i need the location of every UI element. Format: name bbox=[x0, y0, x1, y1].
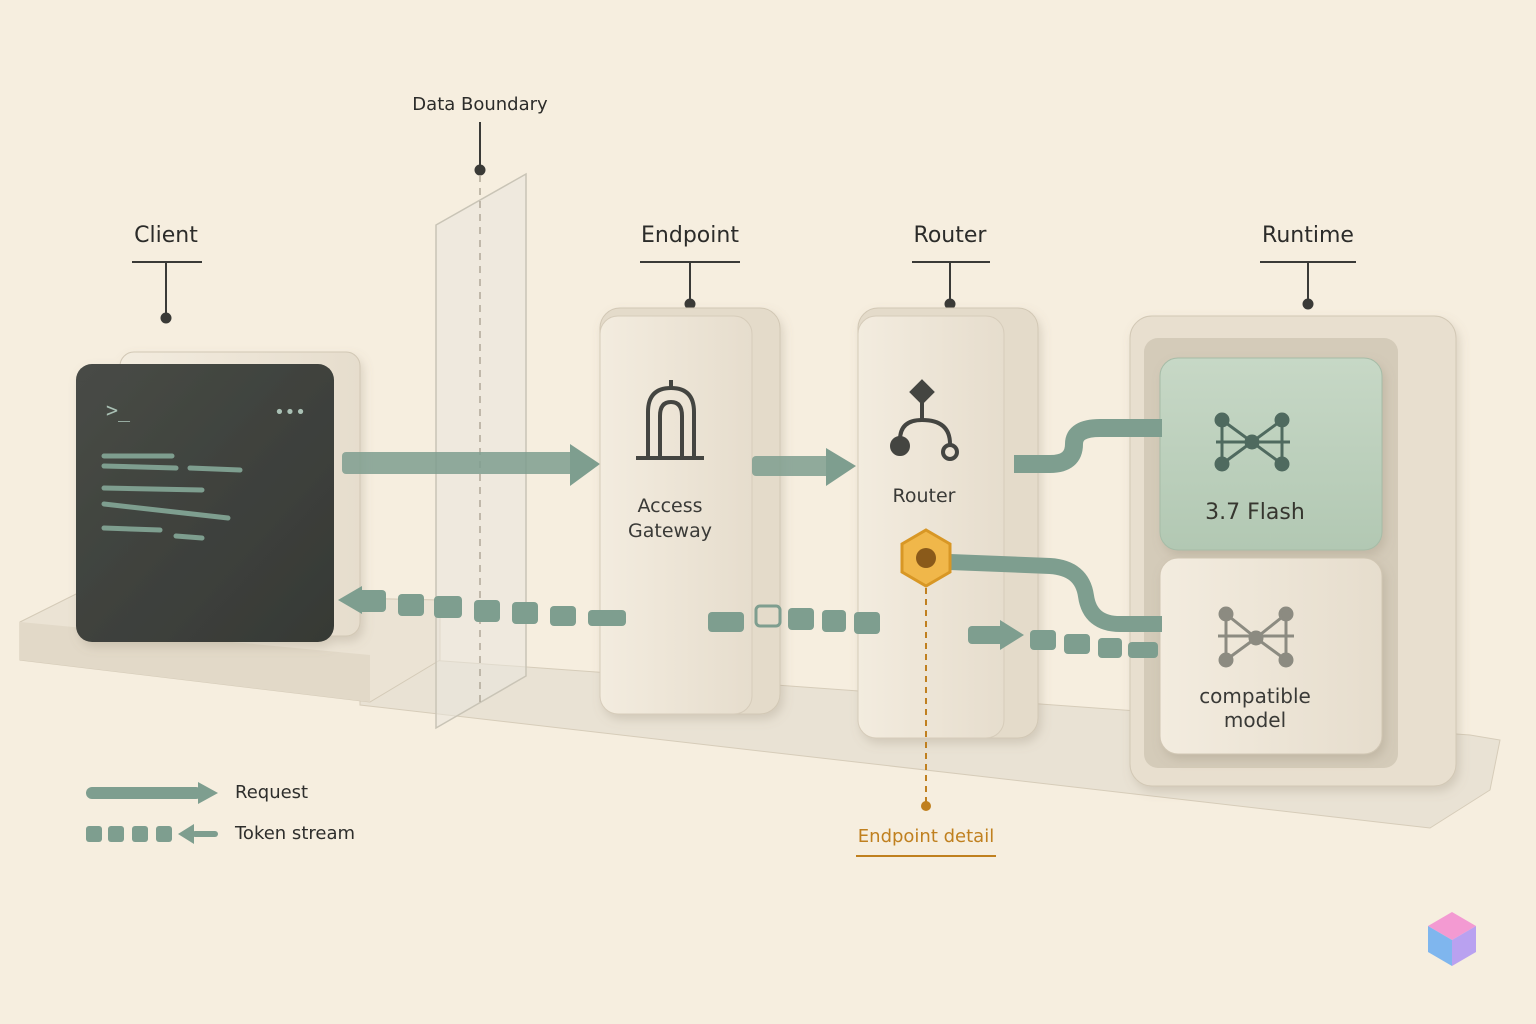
router-to-compatible-pipe bbox=[949, 554, 1162, 632]
client-terminal bbox=[76, 351, 361, 642]
title-leaders bbox=[132, 122, 1356, 324]
token-stream-router-gateway bbox=[708, 604, 880, 634]
endpoint-detail-leader bbox=[856, 588, 996, 857]
legend-request-label: Request bbox=[235, 782, 309, 803]
request-arrow-gateway-router bbox=[752, 448, 856, 486]
model-primary-label: 3.7 Flash bbox=[1205, 500, 1305, 525]
cube-logo-icon bbox=[1428, 912, 1476, 966]
terminal-text-lines bbox=[101, 453, 243, 541]
model-compatible-card bbox=[1159, 557, 1383, 755]
client-title: Client bbox=[134, 223, 198, 248]
token-stream-gateway-client bbox=[338, 586, 626, 626]
neural-network-icon-muted bbox=[1218, 606, 1294, 668]
router-box bbox=[857, 307, 1039, 739]
model-primary-card bbox=[1159, 357, 1383, 551]
router-title: Router bbox=[913, 223, 987, 248]
router-to-primary-pipe bbox=[1014, 419, 1162, 473]
legend-request-arrow bbox=[86, 782, 218, 804]
endpoint-title: Endpoint bbox=[641, 223, 739, 248]
runtime-title: Runtime bbox=[1262, 223, 1354, 248]
terminal-menu-icon: ••• bbox=[274, 402, 306, 423]
legend-token-stream-label: Token stream bbox=[235, 823, 356, 844]
neural-network-icon bbox=[1214, 412, 1290, 472]
access-gateway-label-line2: Gateway bbox=[628, 520, 712, 542]
token-stream-runtime-router bbox=[968, 620, 1158, 658]
router-branch-icon bbox=[890, 379, 959, 461]
terminal-prompt: >_ bbox=[105, 398, 131, 422]
access-gateway-label-line1: Access bbox=[637, 495, 703, 517]
model-compatible-label-line1: compatible bbox=[1199, 684, 1311, 708]
data-boundary-title: Data Boundary bbox=[412, 94, 548, 115]
endpoint-detail-label: Endpoint detail bbox=[857, 826, 995, 847]
gateway-arch-icon bbox=[636, 380, 704, 460]
router-box-label: Router bbox=[892, 485, 956, 507]
model-compatible-label-line2: model bbox=[1223, 708, 1287, 732]
legend-token-arrow bbox=[86, 824, 218, 844]
request-arrow-client-gateway bbox=[342, 444, 600, 486]
hexagon-endpoint-icon bbox=[900, 528, 952, 588]
data-boundary-glass bbox=[435, 172, 527, 730]
